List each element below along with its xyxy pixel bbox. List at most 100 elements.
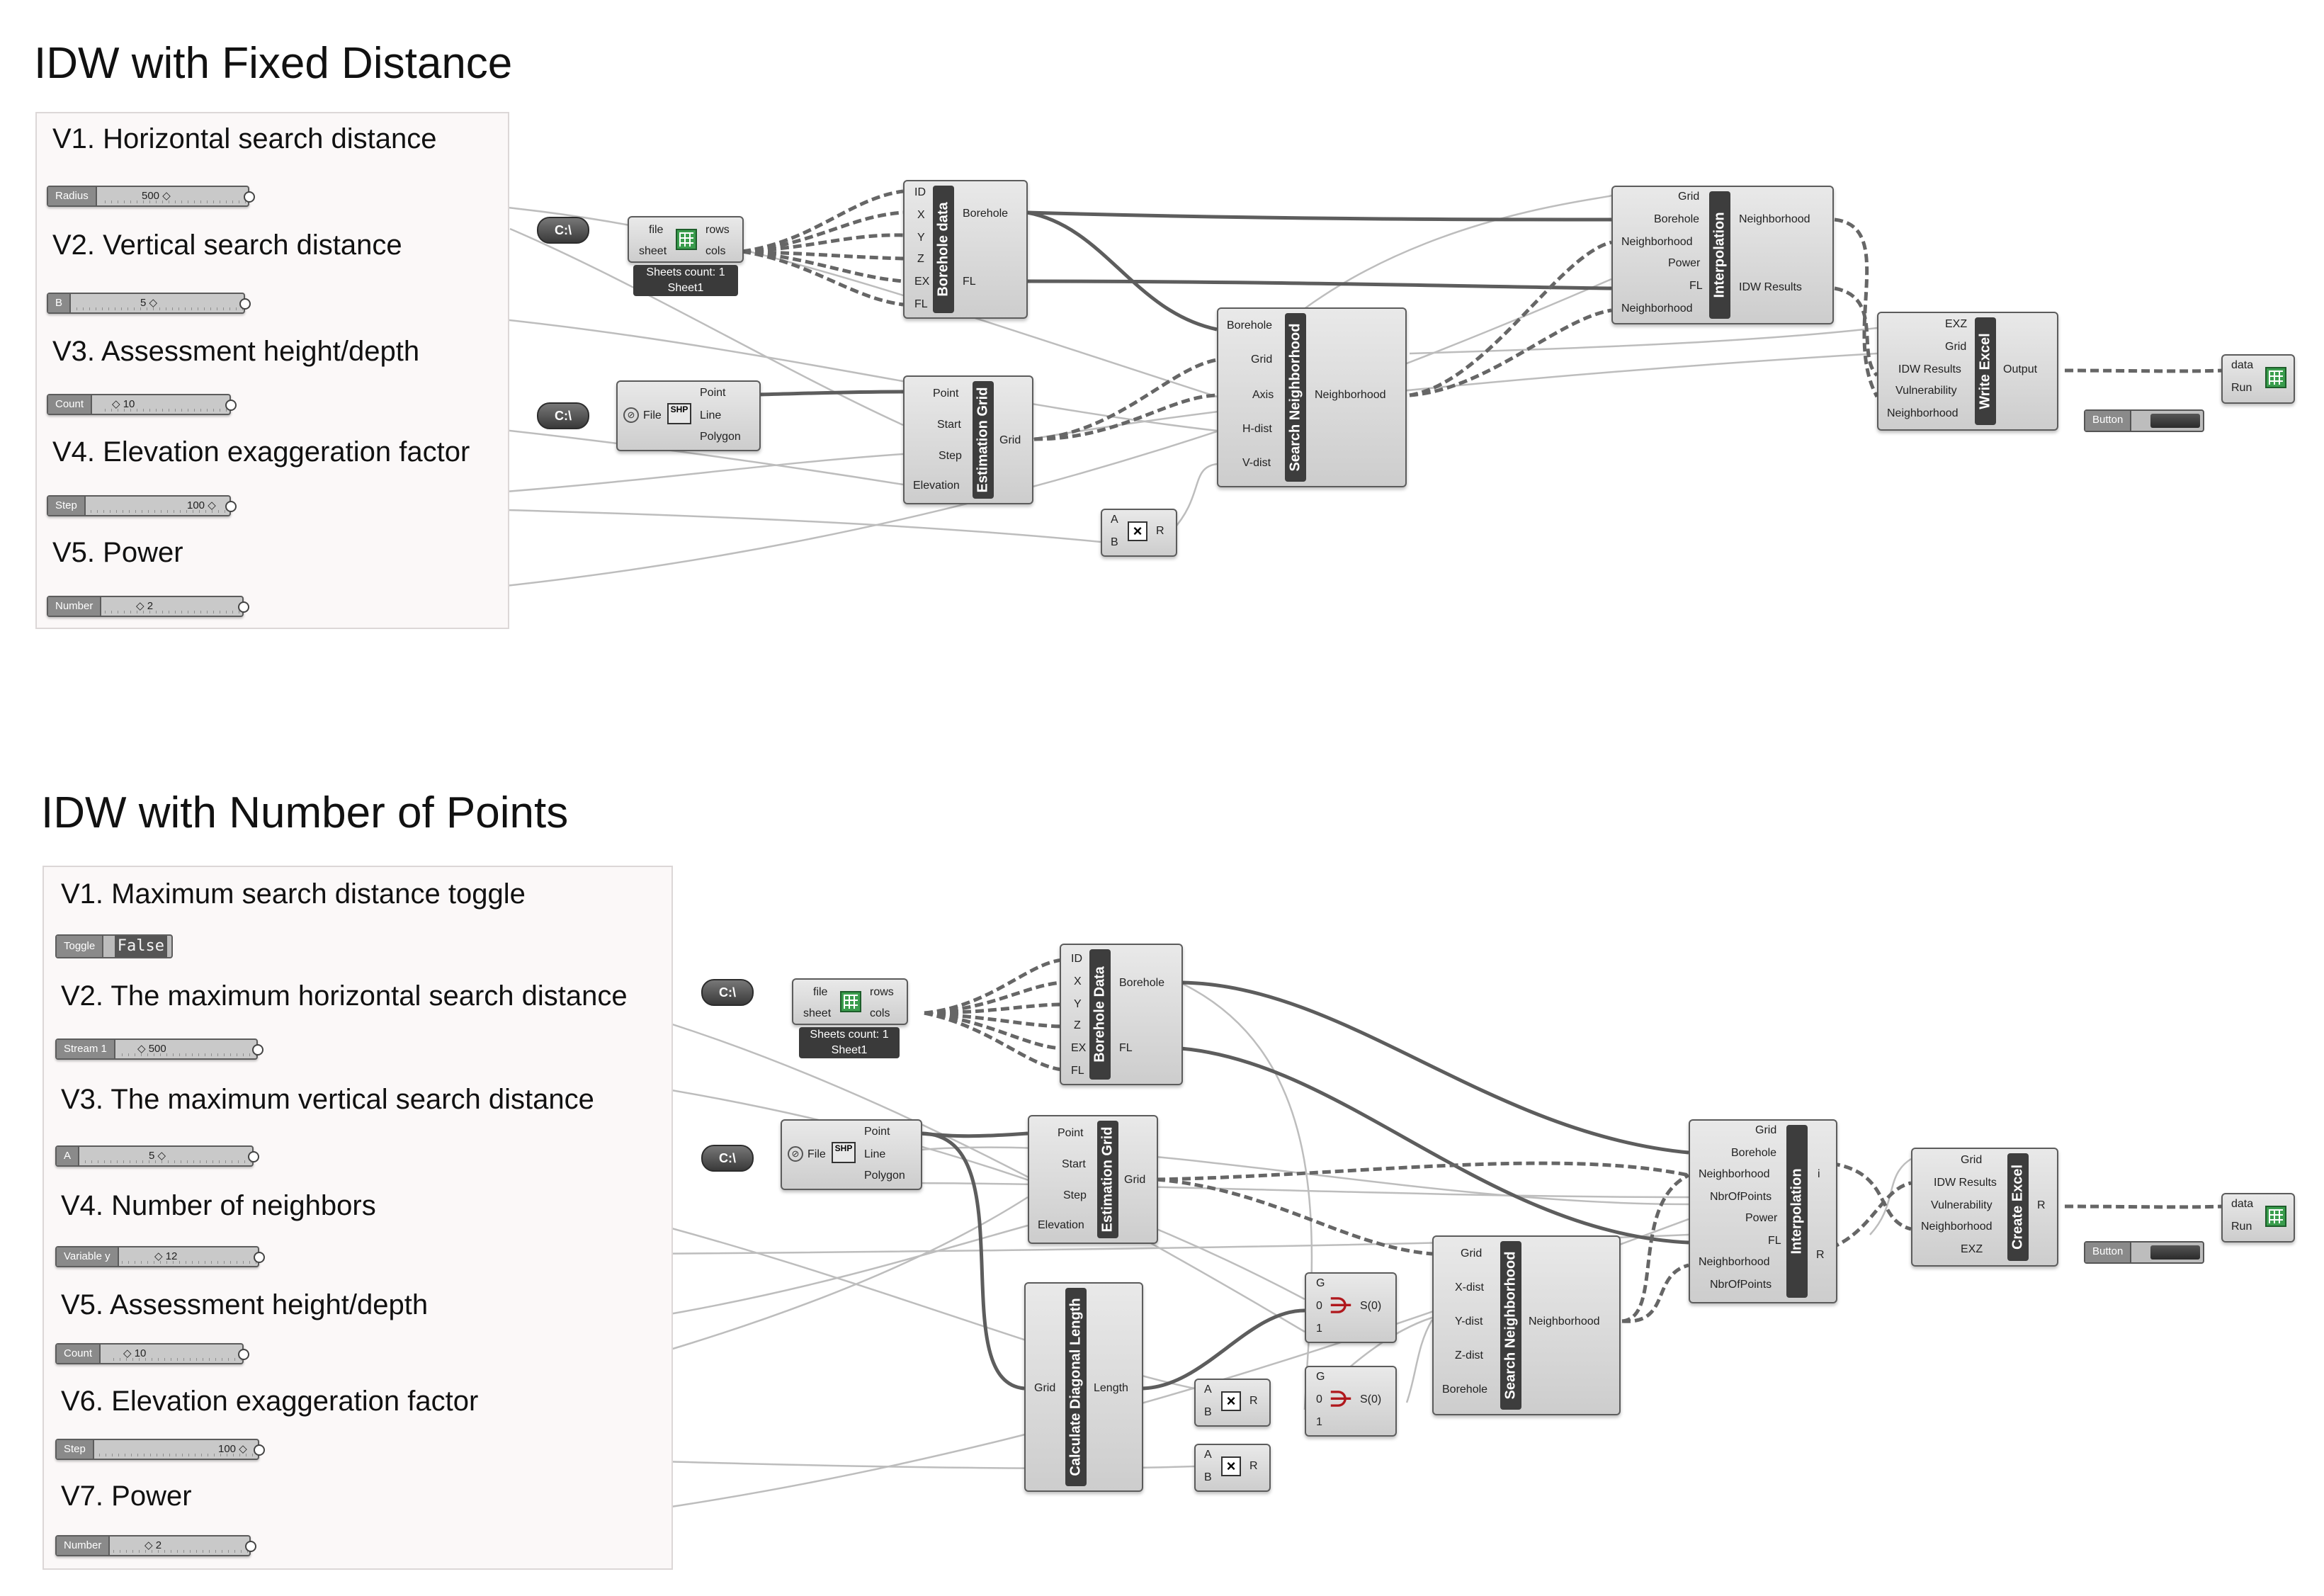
slider-grip[interactable]	[225, 400, 237, 411]
port-fl-out: FL	[1119, 1042, 1133, 1054]
port-a: A	[1204, 1449, 1212, 1461]
port-cols: cols	[870, 1007, 890, 1019]
diagram2-shp-reader[interactable]: ⊘ File SHP Point Line Polygon	[781, 1119, 922, 1190]
slider-name: Number	[57, 1536, 110, 1555]
port-output: Output	[2003, 363, 2038, 375]
port-sheet: sheet	[803, 1007, 832, 1019]
diagram1-path-param-shp[interactable]: C:\	[537, 402, 589, 429]
diagram1-shp-reader[interactable]: ⊘ File SHP Point Line Polygon	[616, 380, 761, 451]
port-step: Step	[939, 450, 962, 462]
port-r: R	[1156, 525, 1164, 537]
diagram2-slider-stream1[interactable]: Stream 1 ◇ 500	[55, 1038, 263, 1060]
diagram1-title: IDW with Fixed Distance	[34, 39, 513, 88]
slider-value: ◇ 500	[137, 1043, 166, 1055]
diagram2-create-excel[interactable]: Grid IDW Results Vulnerability Neighborh…	[1911, 1148, 2058, 1267]
diagram2-slider-count[interactable]: Count ◇ 10	[55, 1343, 249, 1364]
diagram1-write-excel[interactable]: EXZ Grid IDW Results Vulnerability Neigh…	[1877, 312, 2058, 431]
diagram2-slider-step[interactable]: Step 100 ◇	[55, 1439, 265, 1460]
slider-grip[interactable]	[254, 1444, 265, 1456]
component-title: Estimation Grid	[1099, 1126, 1116, 1233]
port-1: 1	[1316, 1416, 1322, 1428]
port-file: file	[813, 986, 828, 998]
diagram2-run-button[interactable]: Button	[2084, 1241, 2204, 1264]
port-h-dist: H-dist	[1242, 423, 1272, 435]
slider-grip[interactable]	[245, 1541, 256, 1552]
diagram1-slider-radius[interactable]: Radius 500 ◇	[47, 186, 255, 207]
slider-track	[91, 510, 229, 513]
diagram2-estimation-grid[interactable]: Point Start Step Elevation Estimation Gr…	[1028, 1115, 1158, 1244]
excel-icon	[676, 229, 697, 250]
port-point: Point	[864, 1126, 890, 1138]
slider-value: ◇ 10	[112, 398, 135, 410]
diagram1-slider-count[interactable]: Count ◇ 10	[47, 394, 237, 415]
diagram2-stream-filter-2[interactable]: G 0 1 ⋺ S(0)	[1305, 1366, 1397, 1437]
slider-name: Step	[48, 497, 86, 515]
slider-track	[105, 409, 229, 412]
slider-grip[interactable]	[238, 1349, 249, 1360]
diagram1-search-neighborhood[interactable]: Borehole Grid Axis H-dist V-dist Search …	[1217, 307, 1407, 487]
slider-track	[113, 1358, 242, 1361]
button-label: Button	[2085, 411, 2132, 431]
diagram2-slider-a[interactable]: A 5 ◇	[55, 1145, 259, 1167]
port-power: Power	[1668, 257, 1701, 269]
diagram2-slider-variable-y[interactable]: Variable y ◇ 12	[55, 1246, 265, 1267]
diagram1-slider-number[interactable]: Number ◇ 2	[47, 596, 249, 617]
diagram2-path-param-shp[interactable]: C:\	[701, 1145, 754, 1172]
slider-grip[interactable]	[225, 501, 237, 512]
component-title-band: Search Neighborhood	[1500, 1241, 1521, 1410]
diagram1-excel-reader[interactable]: file sheet rows cols	[628, 216, 744, 263]
slider-grip[interactable]	[248, 1151, 259, 1162]
port-file: File	[643, 409, 662, 421]
diagram2-toggle[interactable]: Toggle False	[55, 934, 173, 958]
port-fl-out: FL	[963, 276, 976, 288]
slider-grip[interactable]	[238, 601, 249, 613]
diagram2-search-neighborhood[interactable]: Grid X-dist Y-dist Z-dist Borehole Searc…	[1432, 1235, 1621, 1415]
diagram2-multiply-1[interactable]: A B × R	[1194, 1379, 1271, 1427]
port-point: Point	[700, 387, 726, 399]
slider-grip[interactable]	[244, 191, 255, 203]
port-elevation: Elevation	[913, 480, 960, 492]
slider-grip[interactable]	[239, 298, 251, 310]
excel-icon	[2265, 367, 2286, 388]
slider-value: ◇ 2	[136, 600, 154, 612]
diagram2-path-param-excel[interactable]: C:\	[701, 979, 754, 1006]
port-polygon: Polygon	[700, 431, 741, 443]
diagram2-param-label-v2: V2. The maximum horizontal search distan…	[61, 980, 628, 1012]
component-title: Search Neighborhood	[1287, 323, 1303, 472]
diagram2-multiply-2[interactable]: A B × R	[1194, 1444, 1271, 1492]
diagram2-borehole-data[interactable]: ID X Y Z EX FL Borehole Data Borehole FL	[1060, 944, 1183, 1085]
port-line: Line	[700, 409, 722, 421]
diagram1-path-param-excel[interactable]: C:\	[537, 217, 589, 244]
diagram1-slider-step[interactable]: Step 100 ◇	[47, 495, 237, 516]
diagram2-stream-filter-1[interactable]: G 0 1 ⋺ S(0)	[1305, 1272, 1397, 1343]
diagram2-excel-reader[interactable]: file sheet rows cols	[792, 978, 908, 1025]
diagram1-estimation-grid[interactable]: Point Start Step Elevation Estimation Gr…	[903, 375, 1033, 504]
port-power: Power	[1745, 1212, 1778, 1224]
port-polygon: Polygon	[864, 1170, 905, 1182]
port-0: 0	[1316, 1300, 1322, 1312]
diagram1-interpolation[interactable]: Grid Borehole Neighborhood Power FL Neig…	[1611, 186, 1834, 324]
diagram2-interpolation[interactable]: Grid Borehole Neighborhood NbrOfPoints P…	[1689, 1119, 1837, 1303]
diagram1-excel-output[interactable]: data Run	[2221, 354, 2295, 404]
component-title-band: Search Neighborhood	[1285, 313, 1306, 482]
diagram1-run-button[interactable]: Button	[2084, 409, 2204, 432]
diagram2-calculate-diagonal-length[interactable]: Grid Calculate Diagonal Length Length	[1024, 1282, 1143, 1492]
diagram1-param-label-v4: V4. Elevation exaggeration factor	[52, 436, 470, 468]
slider-name: B	[48, 294, 72, 312]
port-neighborhood-2: Neighborhood	[1699, 1256, 1770, 1268]
port-elevation: Elevation	[1038, 1219, 1084, 1231]
port-id: ID	[914, 186, 926, 198]
diagram2-excel-output[interactable]: data Run	[2221, 1193, 2295, 1243]
port-borehole: Borehole	[1442, 1383, 1488, 1396]
diagram2-param-label-v4: V4. Number of neighbors	[61, 1190, 376, 1221]
port-ex: EX	[1071, 1042, 1087, 1054]
diagram2-slider-number[interactable]: Number ◇ 2	[55, 1535, 256, 1556]
diagram2-param-label-v1: V1. Maximum search distance toggle	[61, 878, 526, 910]
diagram1-multiply[interactable]: A B × R	[1101, 509, 1177, 557]
slider-grip[interactable]	[254, 1252, 265, 1263]
component-title: Interpolation	[1789, 1168, 1805, 1255]
slider-grip[interactable]	[252, 1044, 263, 1055]
shapefile-icon: SHP	[667, 403, 691, 424]
diagram1-slider-b[interactable]: B 5 ◇	[47, 293, 251, 314]
diagram1-borehole-data[interactable]: ID X Y Z EX FL Borehole data Borehole FL	[903, 180, 1028, 319]
